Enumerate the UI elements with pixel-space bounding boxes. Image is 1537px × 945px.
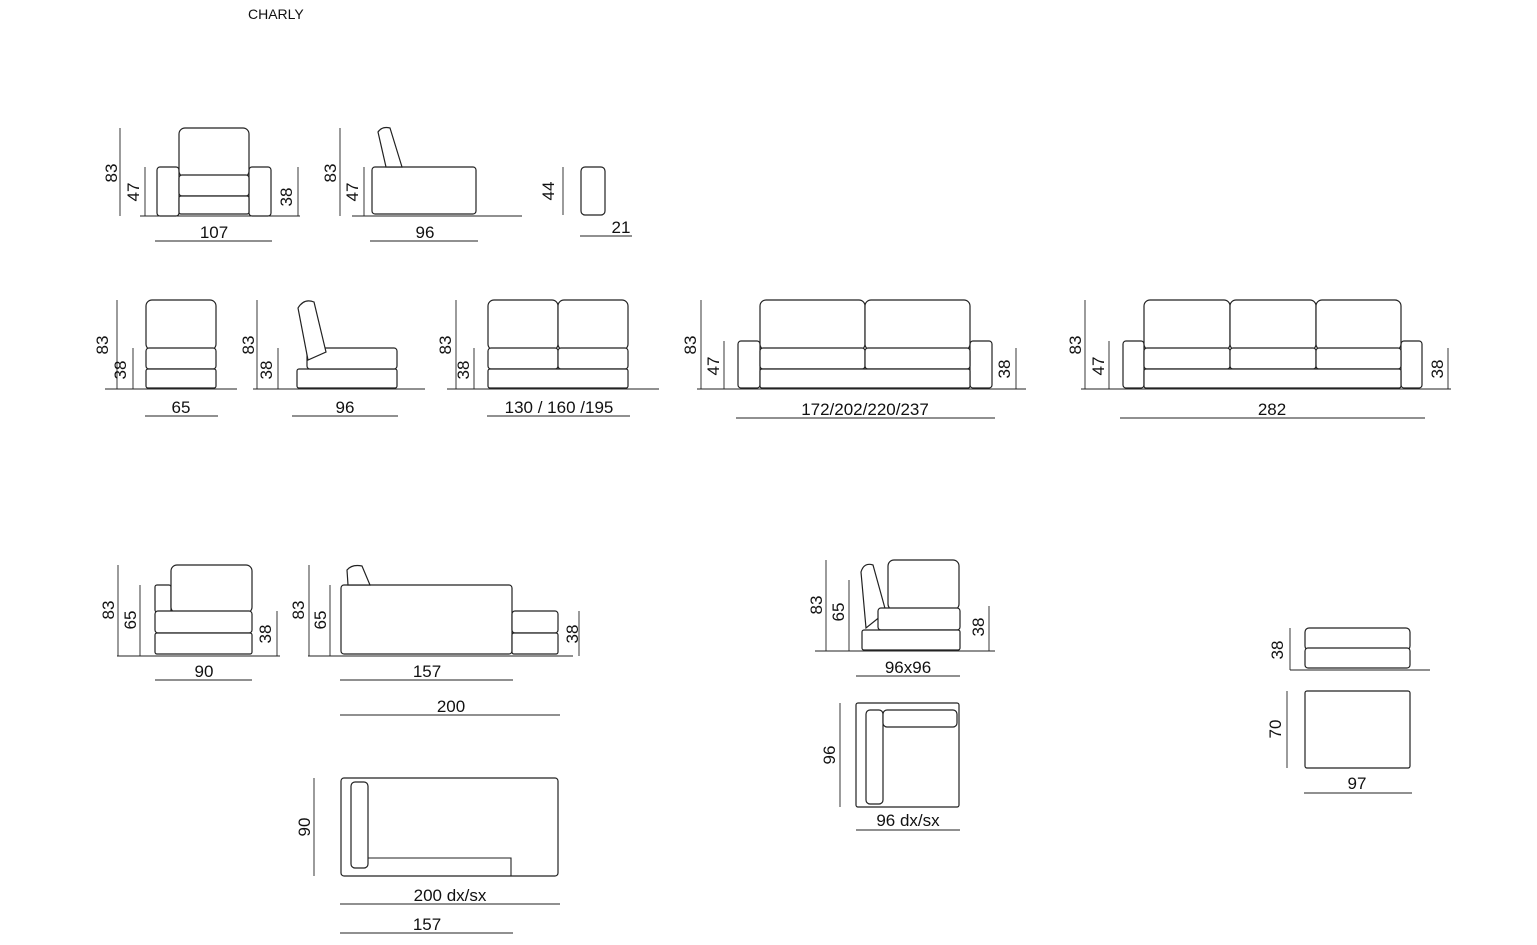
sofa-two-seat-front-view: 83 47 38 172/202/220/237 (681, 299, 1026, 419)
armchair-seat-label: 47 (124, 183, 143, 202)
sofa-two-seat-label: 47 (704, 357, 723, 376)
pouf-front-view: 38 (1268, 627, 1430, 671)
corner-top-view: 96 96 dx/sx (820, 702, 960, 831)
armrest-width-label: 21 (612, 218, 631, 237)
single-seat-side-view: 83 38 96 (239, 300, 425, 417)
armchair-side-view: 83 47 96 (321, 126, 522, 242)
two-seat-height-label: 83 (436, 336, 455, 355)
single-height-label: 83 (93, 336, 112, 355)
pouf-front-height-label: 38 (1268, 641, 1287, 660)
armrest-height-label: 44 (539, 182, 558, 201)
chaise-top-depth-label: 90 (295, 818, 314, 837)
two-seat-width-label: 130 / 160 /195 (505, 398, 614, 417)
sofa-three-seat-label: 47 (1089, 357, 1108, 376)
sofa-three-arm-label: 38 (1428, 360, 1447, 379)
corner-front-view: 83 65 38 96x96 (807, 559, 995, 677)
chaise-side-height-label: 83 (289, 601, 308, 620)
chaise-front-width-label: 90 (195, 662, 214, 681)
product-title: CHARLY (248, 6, 304, 22)
two-seat-seat-label: 38 (454, 361, 473, 380)
corner-front-seat-label: 38 (969, 618, 988, 637)
chaise-top-width-label: 200 dx/sx (414, 886, 487, 905)
armchair-height-label: 83 (102, 164, 121, 183)
armchair-side-depth-label: 96 (416, 223, 435, 242)
corner-top-depth-label: 96 (820, 746, 839, 765)
chaise-front-seat-label: 38 (256, 625, 275, 644)
chaise-front-back-label: 65 (121, 611, 140, 630)
single-side-height-label: 83 (239, 336, 258, 355)
chaise-side-view: 83 65 38 157 200 (289, 564, 582, 716)
sofa-two-height-label: 83 (681, 336, 700, 355)
pouf-top-depth-label: 70 (1266, 720, 1285, 739)
chaise-front-view: 83 65 38 90 (99, 564, 280, 681)
corner-front-back-label: 65 (829, 603, 848, 622)
single-seat-label: 38 (111, 361, 130, 380)
chaise-side-total-label: 200 (437, 697, 465, 716)
armchair-front-view: 83 47 38 107 (102, 127, 300, 242)
pouf-top-width-label: 97 (1348, 774, 1367, 793)
sofa-two-width-label: 172/202/220/237 (801, 400, 929, 419)
two-seat-front-view: 83 38 130 / 160 /195 (436, 299, 659, 417)
single-side-seat-label: 38 (257, 361, 276, 380)
chaise-side-back-label: 65 (311, 611, 330, 630)
sofa-three-width-label: 282 (1258, 400, 1286, 419)
armchair-width-label: 107 (200, 223, 228, 242)
single-side-depth-label: 96 (336, 398, 355, 417)
single-seat-front-view: 83 38 65 (93, 299, 237, 417)
single-width-label: 65 (172, 398, 191, 417)
pouf-top-view: 70 97 (1266, 690, 1412, 794)
chaise-side-inner-label: 157 (413, 662, 441, 681)
armchair-side-seat-label: 47 (343, 183, 362, 202)
corner-top-width-label: 96 dx/sx (876, 811, 940, 830)
sofa-three-height-label: 83 (1066, 336, 1085, 355)
sofa-three-seat-front-view: 83 47 38 282 (1066, 299, 1451, 419)
armrest-view: 44 21 (539, 166, 632, 237)
armchair-arm-label: 38 (277, 188, 296, 207)
chaise-top-inner-label: 157 (413, 915, 441, 934)
sofa-two-arm-label: 38 (995, 360, 1014, 379)
chaise-side-seat-label: 38 (563, 625, 582, 644)
corner-front-height-label: 83 (807, 596, 826, 615)
armchair-side-height-label: 83 (321, 164, 340, 183)
chaise-front-height-label: 83 (99, 601, 118, 620)
chaise-top-view: 90 200 dx/sx 157 (295, 777, 560, 934)
corner-front-width-label: 96x96 (885, 658, 931, 677)
